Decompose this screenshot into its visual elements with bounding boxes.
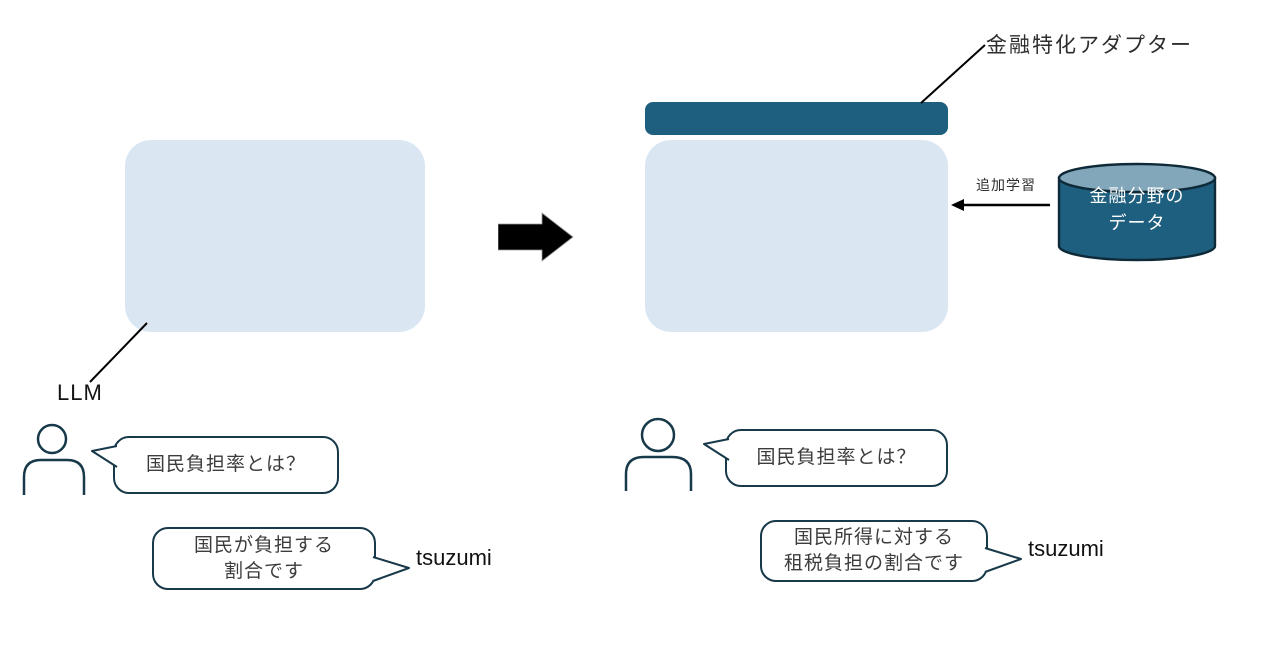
finance-adapter-label: 金融特化アダプター [986,34,1193,57]
speech-tail-icon [91,445,118,468]
user-icon [22,423,86,495]
answer-line: 国民所得に対する [793,527,954,548]
llm-model-box-after [645,140,948,332]
answer-line: 租税負担の割合です [783,553,964,574]
question-bubble-before: 国民負担率とは？ [91,436,339,494]
speech-tail-icon [372,556,410,582]
question-text: 国民負担率とは？ [756,447,917,468]
llm-model-box-before [125,140,425,332]
database-label: 金融分野の データ [1057,183,1217,237]
question-text: 国民負担率とは？ [145,454,306,475]
transform-arrow-right-icon [498,212,574,262]
database-icon [1057,162,1217,262]
answer-bubble-after: 国民所得に対する 租税負担の割合です [760,520,1022,582]
answer-line: 国民が負担する [193,534,334,556]
speech-tail-icon [703,438,730,461]
answer-line: 割合です [223,560,304,582]
llm-label: LLM [57,380,103,405]
database-label-line: データ [1108,213,1166,233]
database-label-line: 金融分野の [1089,186,1185,206]
additional-training-label: 追加学習 [976,177,1036,193]
adapter-pointer-line [920,44,986,104]
tsuzumi-label-after: tsuzumi [1028,536,1104,561]
question-bubble-after: 国民負担率とは？ [703,429,948,487]
user-icon [624,417,693,491]
finance-adapter-bar [645,102,948,135]
answer-bubble-before: 国民が負担する 割合です [152,527,410,590]
training-arrow-left-icon [951,199,1050,211]
tsuzumi-label-before: tsuzumi [416,545,492,570]
speech-tail-icon [984,547,1022,573]
llm-pointer-line [89,322,148,383]
